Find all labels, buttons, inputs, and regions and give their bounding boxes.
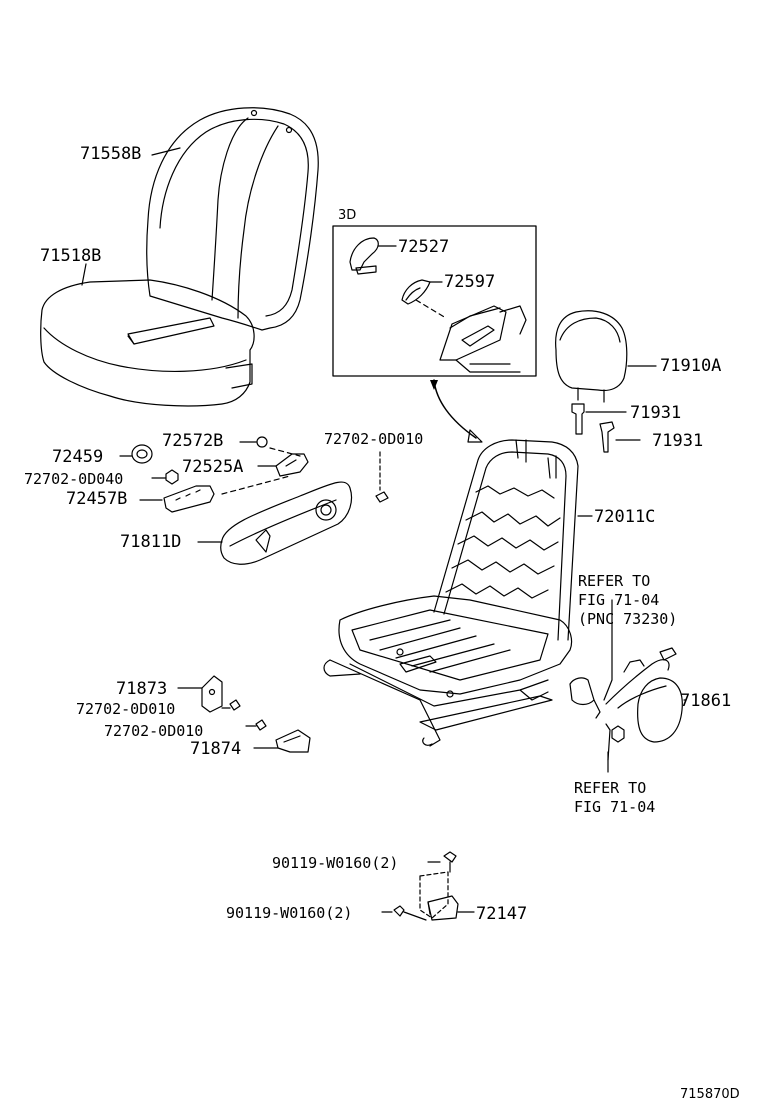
bracket-71873 bbox=[177, 675, 241, 713]
buckle-and-wiring bbox=[569, 599, 687, 773]
label-72457B: 72457B bbox=[66, 489, 128, 509]
leader-71518B bbox=[81, 263, 87, 286]
label-72702-0D010-a: 72702-0D010 bbox=[76, 700, 176, 718]
label-72525A: 72525A bbox=[182, 457, 244, 477]
label-72702-0D010-top: 72702-0D010 bbox=[324, 430, 424, 448]
label-72572B: 72572B bbox=[162, 431, 224, 451]
label-71910A: 71910A bbox=[660, 356, 722, 376]
refer-note-2-line1: REFER TO bbox=[574, 779, 647, 797]
seat-frame bbox=[323, 439, 593, 747]
label-72702-0D040: 72702-0D040 bbox=[24, 470, 124, 488]
bracket-71874 bbox=[245, 719, 311, 753]
refer-note-1-line2: FIG 71-04 bbox=[578, 591, 660, 609]
label-71873: 71873 bbox=[116, 679, 168, 699]
label-72527: 72527 bbox=[398, 237, 450, 257]
label-71811D: 71811D bbox=[120, 532, 182, 552]
label-71558B: 71558B bbox=[80, 144, 142, 164]
label-71874: 71874 bbox=[190, 739, 242, 759]
label-71931-lower: 71931 bbox=[652, 431, 704, 451]
headrest bbox=[555, 310, 657, 403]
refer-note-2-line2: FIG 71-04 bbox=[574, 798, 656, 816]
seat-cushion-cover bbox=[40, 279, 255, 407]
detail-arrow bbox=[433, 379, 477, 439]
figure-id: 715870D bbox=[680, 1087, 740, 1102]
label-90119-W0160-upper: 90119-W0160(2) bbox=[272, 854, 399, 872]
sensor-72147 bbox=[381, 851, 475, 921]
label-71518B: 71518B bbox=[40, 246, 102, 266]
detail-inset-box bbox=[332, 225, 537, 377]
label-71931-upper: 71931 bbox=[630, 403, 682, 423]
refer-note-1-line1: REFER TO bbox=[578, 572, 651, 590]
headrest-support-2 bbox=[599, 421, 641, 453]
label-72011C: 72011C bbox=[594, 507, 656, 527]
recliner-cover-parts bbox=[119, 436, 309, 513]
refer-note-1-line3: (PNC 73230) bbox=[578, 610, 678, 628]
label-72702-0D010-b: 72702-0D010 bbox=[104, 722, 204, 740]
headrest-support-1 bbox=[571, 403, 627, 435]
label-72597: 72597 bbox=[444, 272, 496, 292]
seatback-cover bbox=[146, 107, 319, 331]
recliner-cover bbox=[197, 451, 389, 565]
label-72459: 72459 bbox=[52, 447, 104, 467]
label-72147: 72147 bbox=[476, 904, 528, 924]
inset-label-3d: 3D bbox=[338, 208, 357, 223]
label-71861: 71861 bbox=[680, 691, 732, 711]
leader-71558B bbox=[151, 147, 181, 156]
label-90119-W0160-lower: 90119-W0160(2) bbox=[226, 904, 353, 922]
